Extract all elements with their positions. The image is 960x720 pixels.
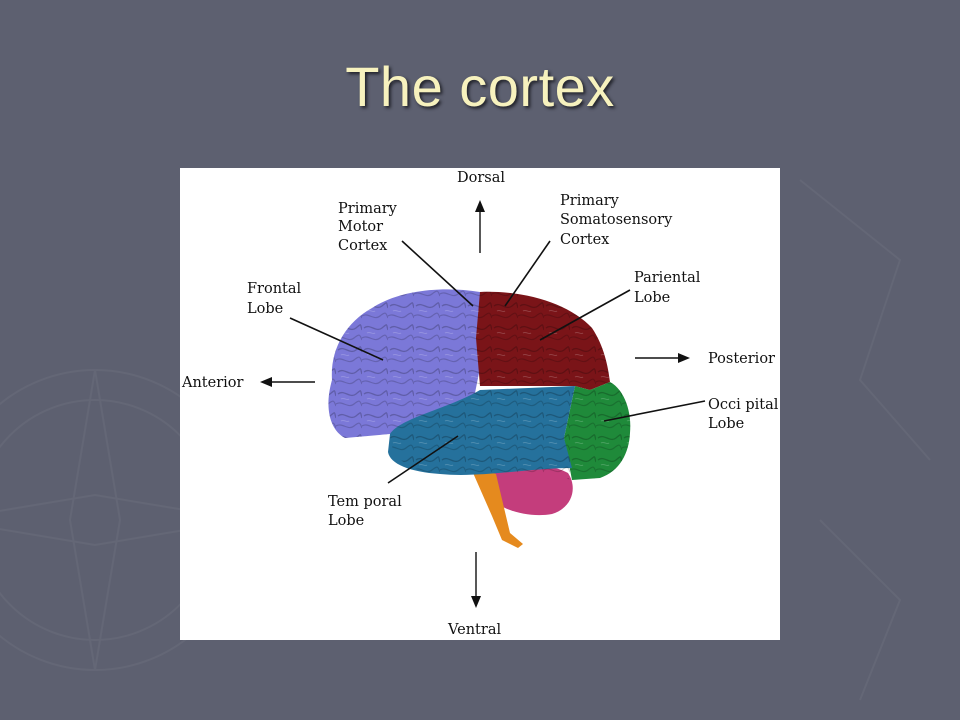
label-line: Motor [338,219,383,235]
primary-motor-cortex-label: Primary Motor Cortex [338,201,398,254]
brain-diagram: Dorsal Ventral Anterior Posterior Primar… [180,168,780,640]
ventral-label: Ventral [447,622,501,638]
label-line: Occi pital [708,397,779,413]
label-line: Primary [560,193,620,209]
occipital-lobe-label: Occi pital Lobe [708,397,779,432]
posterior-label: Posterior [708,351,775,367]
occipital-lobe-leader [603,400,706,422]
anterior-arrowhead [260,377,272,387]
label-line: Lobe [708,416,744,432]
temporal-lobe-leader [387,435,459,484]
primary-somatosensory-cortex-label: Primary Somatosensory Cortex [560,193,673,248]
primary-motor-cortex-leader [401,240,474,307]
frontal-lobe-label: Frontal Lobe [247,281,302,317]
brainstem-region [470,466,523,548]
label-line: Tem poral [328,494,402,510]
anterior-label: Anterior [181,375,244,391]
pariental-lobe-label: Pariental Lobe [634,270,701,306]
dorsal-arrowhead [475,200,485,212]
brain-diagram-svg: Dorsal Ventral Anterior Posterior Primar… [181,170,779,638]
cerebellum-region [486,463,573,516]
label-line: Primary [338,201,398,217]
label-line: Lobe [634,290,670,306]
label-line: Pariental [634,270,701,286]
primary-somatosensory-cortex-leader [504,240,551,307]
label-line: Lobe [247,301,283,317]
label-line: Cortex [338,238,387,254]
label-line: Somatosensory [560,212,673,228]
slide-title: The cortex [345,55,615,118]
brain-texture [328,289,631,480]
frontal-lobe-leader [289,317,384,361]
label-line: Lobe [328,513,364,529]
pariental-lobe-leader [539,289,631,341]
ventral-arrowhead [471,596,481,608]
label-line: Frontal [247,281,302,297]
posterior-arrowhead [678,353,690,363]
dorsal-label: Dorsal [457,170,505,186]
temporal-lobe-label: Tem poral Lobe [328,494,402,529]
label-line: Cortex [560,232,609,248]
